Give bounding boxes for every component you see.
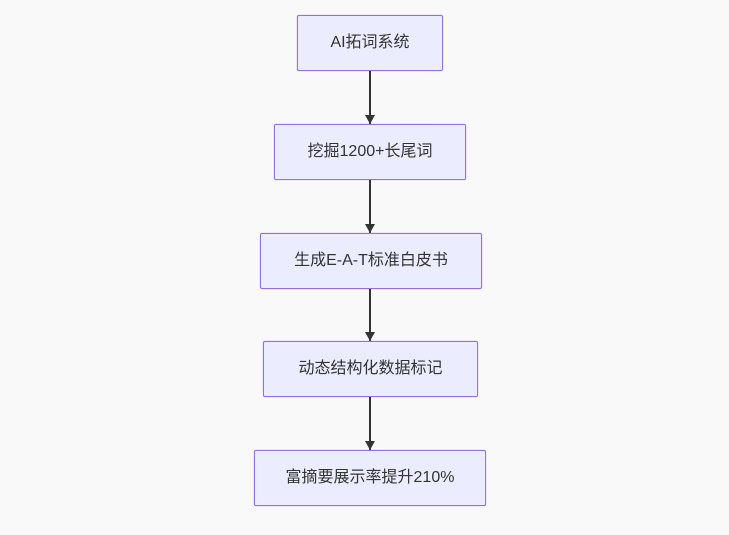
flowchart-node-mine-longtail-keywords: 挖掘1200+长尾词 bbox=[274, 124, 466, 180]
node-label: 生成E-A-T标准白皮书 bbox=[294, 252, 448, 269]
arrow-down-icon bbox=[369, 397, 371, 450]
node-label: 富摘要展示率提升210% bbox=[285, 469, 455, 486]
node-label: AI拓词系统 bbox=[330, 34, 410, 51]
flowchart-node-ai-word-expansion-system: AI拓词系统 bbox=[297, 15, 443, 71]
node-label: 动态结构化数据标记 bbox=[298, 360, 443, 377]
arrow-down-icon bbox=[369, 71, 371, 124]
arrow-down-icon bbox=[369, 289, 371, 341]
flowchart-node-generate-eat-whitepaper: 生成E-A-T标准白皮书 bbox=[260, 233, 482, 289]
flowchart-node-rich-snippet-rate-increase: 富摘要展示率提升210% bbox=[254, 450, 486, 506]
node-label: 挖掘1200+长尾词 bbox=[307, 143, 433, 160]
arrow-down-icon bbox=[369, 180, 371, 233]
flowchart-node-dynamic-structured-data-markup: 动态结构化数据标记 bbox=[263, 341, 478, 397]
